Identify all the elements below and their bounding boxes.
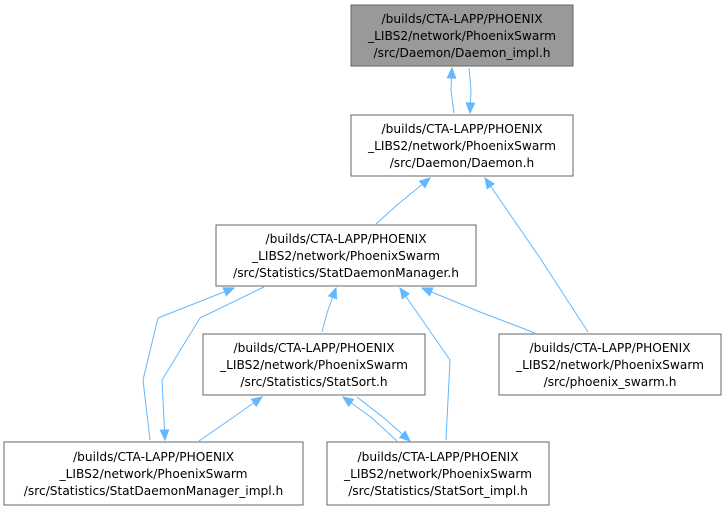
arrowhead-icon (465, 102, 476, 115)
edge-stat_daemon_manager_impl-to-stat_sort (198, 396, 264, 442)
node-label-line: _LIBS2/network/PhoenixSwarm (515, 358, 704, 372)
edge-line (342, 396, 398, 442)
arrowhead-icon (399, 286, 411, 300)
edge-daemon_impl-to-daemon (465, 67, 476, 115)
edge-stat_daemon_manager-to-daemon (375, 177, 431, 225)
edge-line (421, 287, 536, 334)
graph-nodes: /builds/CTA-LAPP/PHOENIX _LIBS2/network/P… (3, 4, 722, 506)
node-box (350, 4, 574, 67)
edge-line (161, 286, 265, 441)
edge-stat_sort-to-stat_daemon_manager (321, 286, 338, 333)
arrowhead-icon (159, 429, 170, 442)
arrowhead-icon (418, 177, 431, 189)
edge-line (484, 177, 589, 333)
arrowhead-icon (484, 176, 496, 190)
graph-edges (142, 66, 589, 442)
arrowhead-icon (420, 287, 434, 297)
edge-stat_daemon_manager_impl-to-stat_daemon_manager (142, 287, 236, 441)
node-label-line: /builds/CTA-LAPP/PHOENIX (266, 232, 427, 246)
edge-phoenix_swarm-to-daemon (484, 176, 589, 333)
arrowhead-icon (341, 396, 355, 408)
node-label-line: /builds/CTA-LAPP/PHOENIX (382, 12, 543, 26)
edge-line (198, 396, 263, 442)
node-label-line: /src/Statistics/StatSort_impl.h (348, 484, 528, 498)
node-stat_daemon_manager[interactable]: /builds/CTA-LAPP/PHOENIX _LIBS2/network/P… (215, 224, 477, 287)
node-box (498, 333, 722, 396)
edge-line (375, 177, 431, 225)
node-label-line: /builds/CTA-LAPP/PHOENIX (358, 450, 519, 464)
arrowhead-icon (446, 66, 457, 79)
node-label-line: /src/Daemon/Daemon_impl.h (374, 46, 551, 60)
node-label-line: _LIBS2/network/PhoenixSwarm (219, 358, 408, 372)
arrowhead-icon (250, 396, 264, 408)
node-label-line: /builds/CTA-LAPP/PHOENIX (382, 122, 543, 136)
edge-daemon-to-daemon_impl (446, 66, 457, 114)
node-label-line: /builds/CTA-LAPP/PHOENIX (234, 341, 395, 355)
edge-line (142, 287, 235, 441)
node-label-line: _LIBS2/network/PhoenixSwarm (251, 249, 440, 263)
edge-stat_sort_impl-to-stat_daemon_manager (399, 286, 451, 441)
node-label-line: /src/phoenix_swarm.h (544, 375, 677, 389)
node-phoenix_swarm[interactable]: /builds/CTA-LAPP/PHOENIX _LIBS2/network/P… (498, 333, 722, 396)
edge-stat_sort-to-stat_sort_impl (356, 396, 411, 442)
node-box (350, 114, 574, 177)
node-daemon_impl: /builds/CTA-LAPP/PHOENIX _LIBS2/network/P… (350, 4, 574, 67)
node-label-line: /builds/CTA-LAPP/PHOENIX (73, 450, 234, 464)
node-label-line: /builds/CTA-LAPP/PHOENIX (530, 341, 691, 355)
arrowhead-icon (327, 286, 338, 300)
edge-stat_daemon_manager-to-stat_daemon_manager_impl (159, 286, 265, 442)
edge-stat_sort_impl-to-stat_sort (341, 396, 398, 442)
node-stat_sort[interactable]: /builds/CTA-LAPP/PHOENIX _LIBS2/network/P… (202, 333, 426, 396)
arrowhead-icon (222, 287, 236, 297)
node-daemon[interactable]: /builds/CTA-LAPP/PHOENIX _LIBS2/network/P… (350, 114, 574, 177)
arrowhead-icon (398, 430, 411, 442)
node-label-line: /src/Statistics/StatDaemonManager.h (233, 266, 459, 280)
node-stat_daemon_manager_impl[interactable]: /builds/CTA-LAPP/PHOENIX _LIBS2/network/P… (3, 441, 304, 506)
node-box (3, 441, 304, 506)
edge-line (356, 396, 411, 442)
node-box (215, 224, 477, 287)
edge-phoenix_swarm-to-stat_daemon_manager (420, 287, 536, 334)
node-label-line: _LIBS2/network/PhoenixSwarm (343, 467, 532, 481)
node-box (326, 441, 550, 506)
node-stat_sort_impl[interactable]: /builds/CTA-LAPP/PHOENIX _LIBS2/network/P… (326, 441, 550, 506)
edge-line (399, 287, 451, 441)
node-label-line: /src/Statistics/StatSort.h (240, 375, 387, 389)
node-label-line: /src/Statistics/StatDaemonManager_impl.h (24, 484, 283, 498)
node-label-line: _LIBS2/network/PhoenixSwarm (367, 139, 556, 153)
node-label-line: _LIBS2/network/PhoenixSwarm (367, 29, 556, 43)
node-label-line: /src/Daemon/Daemon.h (390, 156, 535, 170)
node-label-line: _LIBS2/network/PhoenixSwarm (59, 467, 248, 481)
node-box (202, 333, 426, 396)
